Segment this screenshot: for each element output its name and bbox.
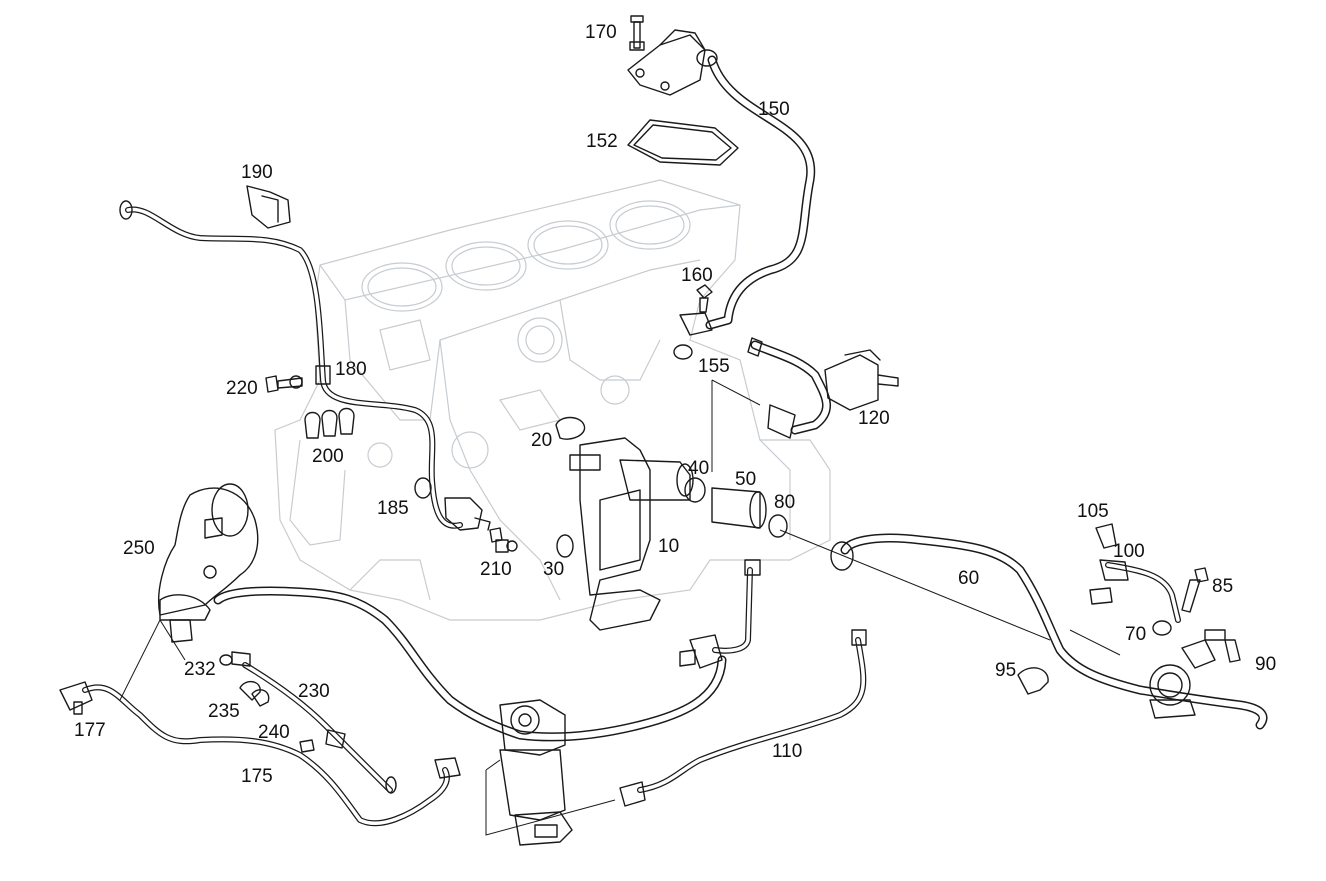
part-175-hose <box>59 681 461 827</box>
label-200: 200 <box>312 446 344 467</box>
label-85: 85 <box>1212 576 1233 597</box>
right-pump <box>1149 629 1226 719</box>
label-120: 120 <box>858 408 890 429</box>
part-200-clips <box>304 407 355 439</box>
part-220-bolt <box>265 375 303 393</box>
part-70-ring <box>1152 620 1172 636</box>
part-85-bolt <box>1181 567 1209 613</box>
part-180-pipe <box>119 200 463 529</box>
part-240-bolt <box>299 739 315 753</box>
label-40: 40 <box>688 458 709 479</box>
label-180: 180 <box>335 359 367 380</box>
label-60: 60 <box>958 568 979 589</box>
label-30: 30 <box>543 559 564 580</box>
center-pump <box>499 699 573 846</box>
part-labels: 10 20 30 40 50 60 70 80 85 90 95 100 105… <box>74 22 1276 787</box>
part-160-bolt <box>696 284 713 313</box>
label-185: 185 <box>377 498 409 519</box>
part-230-pipe <box>231 651 397 794</box>
label-10: 10 <box>658 536 679 557</box>
main-hose <box>213 586 727 742</box>
part-110-hose <box>619 629 867 807</box>
label-175: 175 <box>241 766 273 787</box>
label-190: 190 <box>241 162 273 183</box>
label-152: 152 <box>586 131 618 152</box>
engine-block <box>274 179 831 621</box>
label-220: 220 <box>226 378 258 399</box>
part-95-clip <box>1017 667 1049 695</box>
part-10-exchanger <box>569 437 694 631</box>
label-155: 155 <box>698 356 730 377</box>
label-80: 80 <box>774 492 795 513</box>
label-20: 20 <box>531 430 552 451</box>
part-30-ring <box>556 534 574 558</box>
label-210: 210 <box>480 559 512 580</box>
label-177: 177 <box>74 720 106 741</box>
part-120-valve <box>747 337 899 439</box>
part-20-gasket <box>555 416 586 440</box>
label-240: 240 <box>258 722 290 743</box>
label-250: 250 <box>123 538 155 559</box>
part-60-hose <box>830 533 1268 730</box>
part-100-sensor <box>1089 559 1181 623</box>
part-80-ring <box>768 514 788 538</box>
part-40-ring <box>684 477 706 503</box>
part-210-bolt <box>489 527 518 553</box>
label-150: 150 <box>758 99 790 120</box>
part-150-hose <box>679 49 816 336</box>
label-232: 232 <box>184 659 216 680</box>
label-235: 235 <box>208 701 240 722</box>
part-190-clip <box>246 185 291 229</box>
label-170: 170 <box>585 22 617 43</box>
leader-lines <box>119 379 1121 836</box>
label-90: 90 <box>1255 654 1276 675</box>
part-105-clip <box>1095 523 1117 549</box>
label-110: 110 <box>772 741 802 762</box>
part-152-gasket <box>627 119 739 166</box>
part-185-sensor <box>414 477 491 531</box>
part-177-clip <box>73 701 83 715</box>
label-95: 95 <box>995 660 1016 681</box>
part-90-bolt <box>1224 639 1241 663</box>
label-230: 230 <box>298 681 330 702</box>
label-100: 100 <box>1113 541 1145 562</box>
part-170-bracket <box>627 15 706 96</box>
label-160: 160 <box>681 265 713 286</box>
part-250-elbow <box>158 483 259 643</box>
part-235-clip <box>239 681 270 707</box>
part-155-seal-ring <box>673 344 693 360</box>
part-50-sleeve <box>711 487 767 529</box>
part-232-ring <box>219 654 233 666</box>
upper-pipe-assembly <box>679 559 761 669</box>
label-70: 70 <box>1125 624 1146 645</box>
label-105: 105 <box>1077 501 1109 522</box>
label-50: 50 <box>735 469 756 490</box>
